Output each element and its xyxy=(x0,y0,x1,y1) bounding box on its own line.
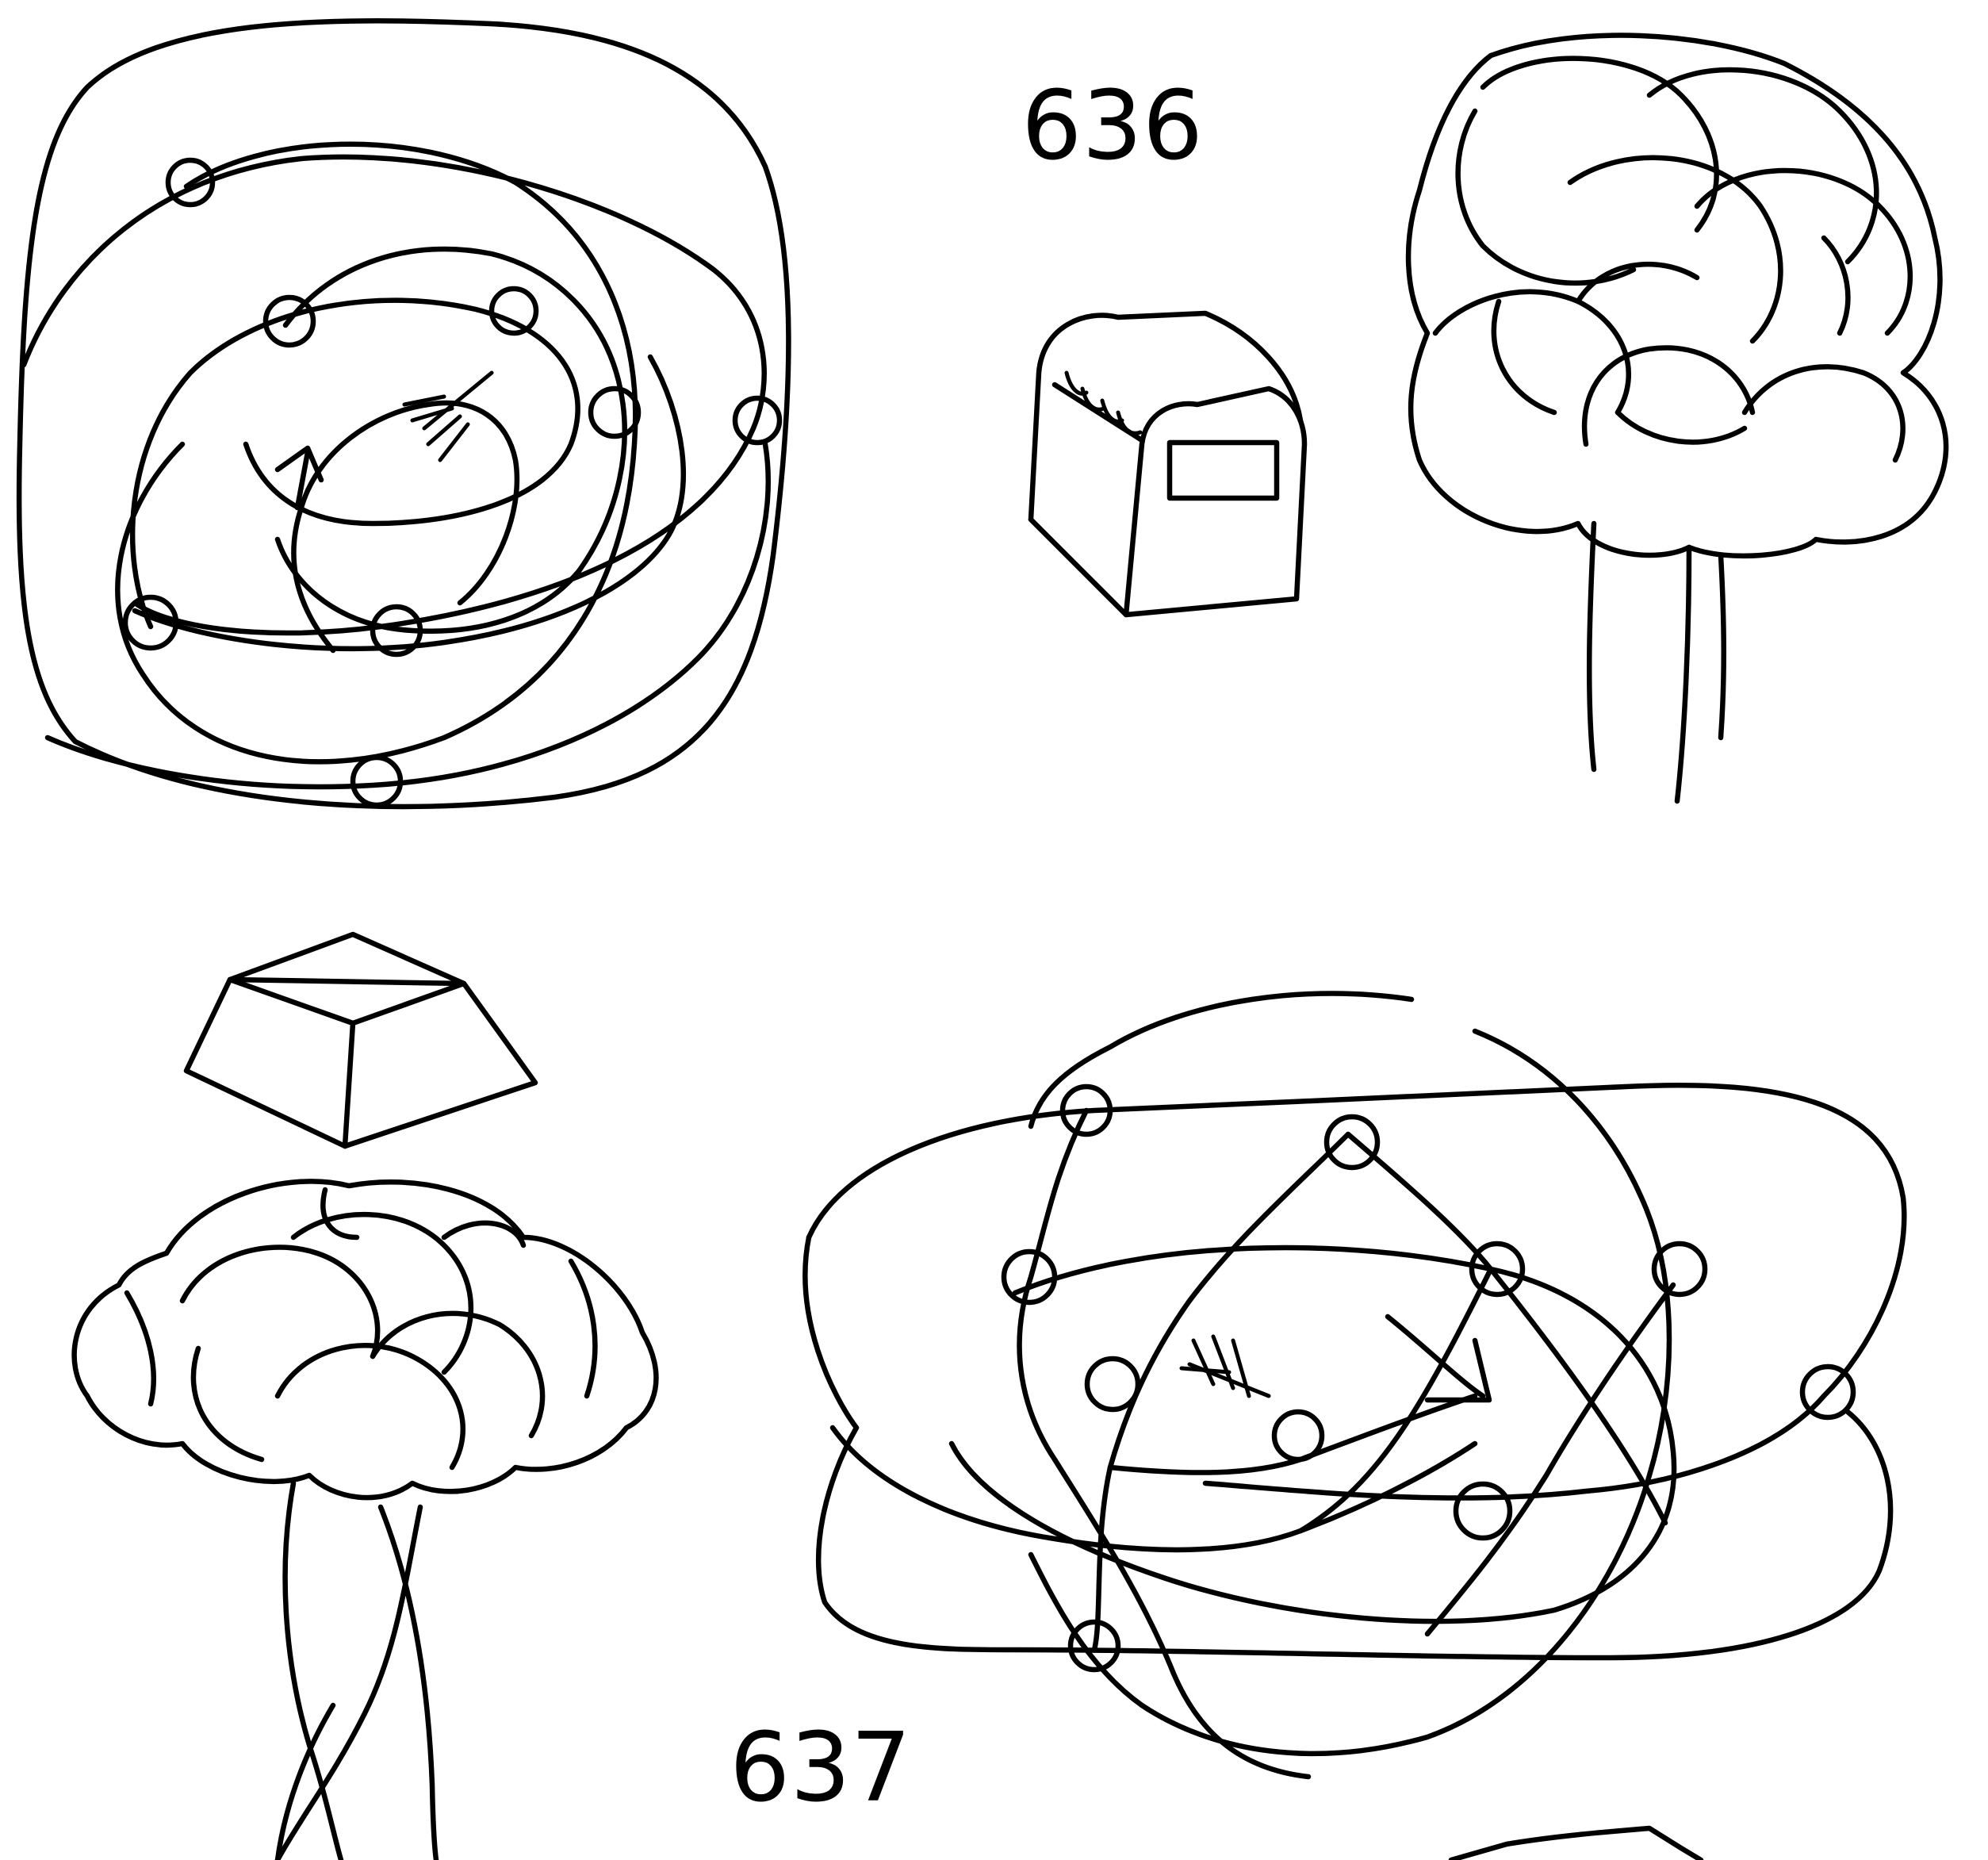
crossing-circle xyxy=(1327,1117,1377,1168)
tree-trunk xyxy=(1589,523,1594,769)
orbital-knot-diagram-top xyxy=(19,21,788,807)
mailbox-door xyxy=(1170,443,1277,498)
diagonal-loop-a xyxy=(117,144,635,762)
mailbox-icon xyxy=(1031,313,1304,615)
pedestal-icon xyxy=(1451,1828,1701,1860)
crossing-circle xyxy=(492,289,536,333)
horizontal-ellipse-bottom xyxy=(805,1237,1890,1658)
inner-loop-a xyxy=(132,301,577,627)
pedestal-icon xyxy=(186,934,535,1146)
figure-number-636: 636 xyxy=(1021,71,1203,182)
crossing-circle xyxy=(591,389,638,436)
tree-trunk xyxy=(1677,547,1689,801)
outer-swirl xyxy=(1031,1031,1669,1754)
tree-trunk xyxy=(1721,555,1724,738)
diagonal-strand xyxy=(1094,1134,1348,1650)
fletched-arrow-icon xyxy=(1182,1337,1269,1396)
cross-loop xyxy=(135,357,684,649)
crossing-circle xyxy=(1456,1484,1510,1538)
crossing-circle xyxy=(1274,1412,1322,1459)
knot-tree-icon xyxy=(1408,36,1946,801)
inner-ellipse-lower xyxy=(833,1428,1475,1550)
diagonal-strand xyxy=(1348,1134,1665,1523)
knot-tree-icon xyxy=(75,1181,657,1860)
figure-number-637: 637 xyxy=(730,1713,911,1824)
diagonal-strand xyxy=(1427,1285,1673,1634)
arrow-icon xyxy=(1388,1317,1489,1400)
diagonal-strand xyxy=(1020,1110,1308,1777)
inner-loop-c xyxy=(293,403,517,650)
crossing-circle xyxy=(1087,1359,1138,1409)
orbital-knot-diagram-bottom xyxy=(805,994,1904,1778)
fletched-arrow-icon xyxy=(404,373,492,460)
inner-ellipse xyxy=(952,1248,1674,1621)
